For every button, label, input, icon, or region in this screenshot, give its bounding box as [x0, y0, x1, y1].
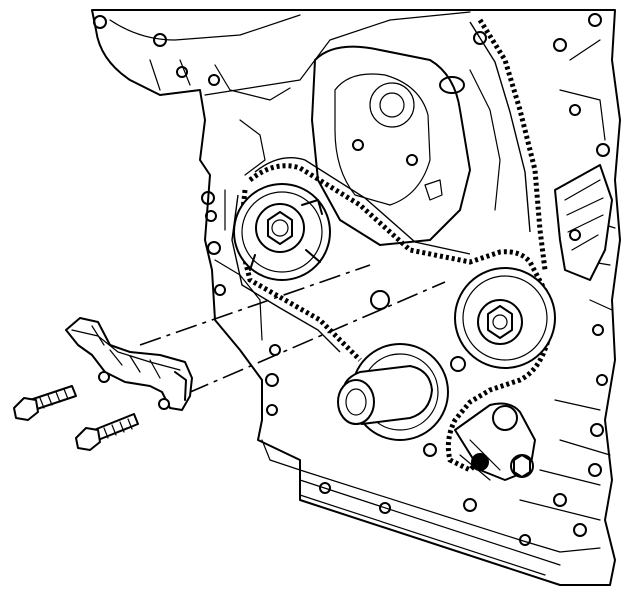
- guide-bolt-upper: [13, 385, 77, 421]
- assembly-lines: [139, 264, 446, 394]
- chain-tensioner: [454, 402, 536, 481]
- engine-block: [91, 9, 621, 586]
- guide-bolt-lower: [75, 413, 139, 451]
- camshaft-sprocket-left: [233, 183, 331, 281]
- crankshaft-sprocket: [337, 290, 466, 441]
- upper-chain-guide: [554, 164, 613, 281]
- chain-guide: [65, 317, 193, 411]
- camshaft-sprocket-right: [454, 267, 556, 369]
